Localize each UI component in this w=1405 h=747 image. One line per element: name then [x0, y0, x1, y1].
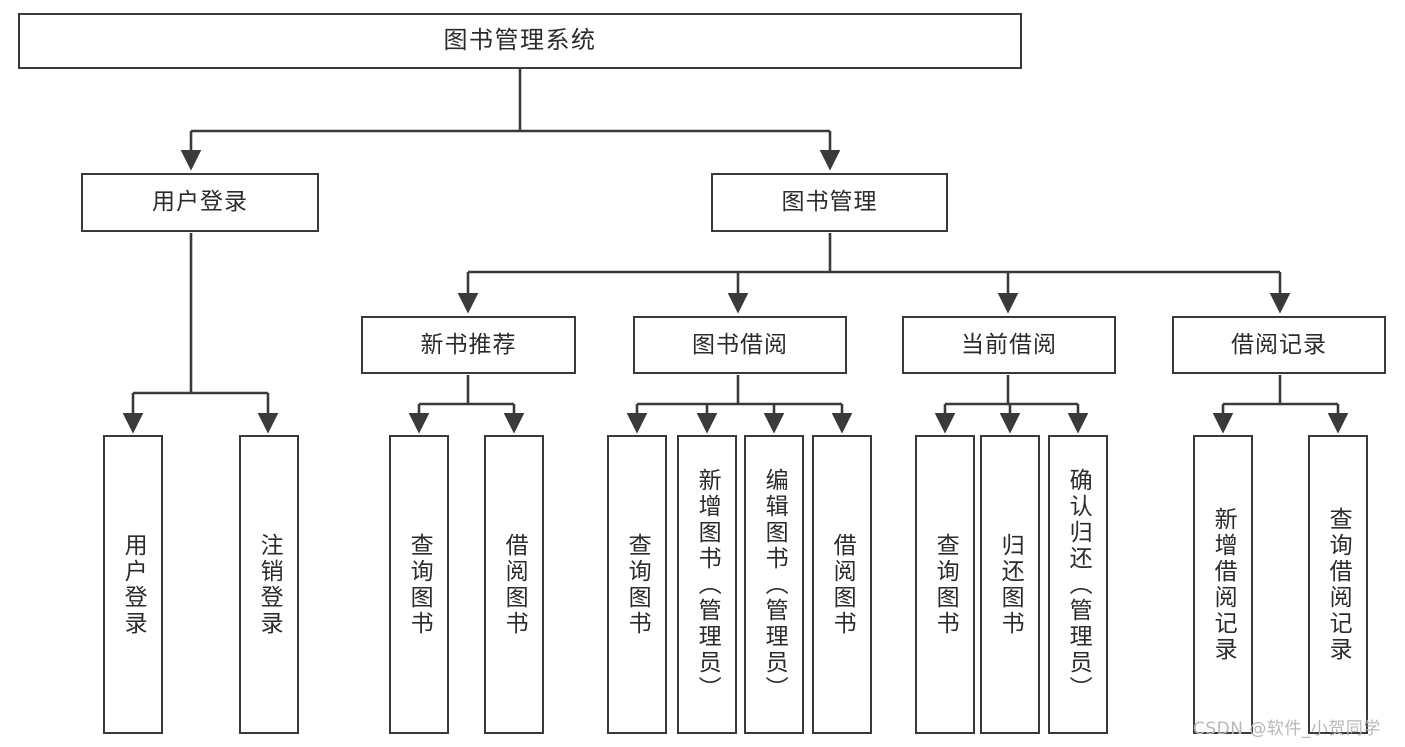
- node-borrow-record[interactable]: 借阅记录: [1172, 316, 1386, 374]
- node-current-borrow[interactable]: 当前借阅: [902, 316, 1116, 374]
- node-root-label: 图书管理系统: [443, 26, 597, 55]
- node-leaf-query-book-2[interactable]: 查询图书: [607, 435, 667, 734]
- node-leaf-return-book-label: 归还图书: [997, 532, 1024, 637]
- node-leaf-confirm-return[interactable]: 确认归还（管理员）: [1048, 435, 1108, 734]
- node-new-book-recommend[interactable]: 新书推荐: [361, 316, 576, 374]
- node-leaf-query-book-1-label: 查询图书: [406, 532, 433, 637]
- node-leaf-add-record[interactable]: 新增借阅记录: [1193, 435, 1253, 734]
- node-leaf-logout-login-label: 注销登录: [256, 532, 283, 637]
- node-leaf-user-login[interactable]: 用户登录: [103, 435, 163, 734]
- node-current-borrow-label: 当前借阅: [961, 331, 1057, 358]
- node-leaf-borrow-book-1[interactable]: 借阅图书: [484, 435, 544, 734]
- node-leaf-edit-book-label: 编辑图书（管理员）: [761, 467, 788, 702]
- node-leaf-borrow-book-2-label: 借阅图书: [829, 532, 856, 637]
- node-leaf-return-book[interactable]: 归还图书: [980, 435, 1040, 734]
- node-user-login[interactable]: 用户登录: [81, 173, 319, 232]
- csdn-watermark: CSDN @软件_小贺同学: [1193, 719, 1381, 739]
- node-new-book-recommend-label: 新书推荐: [420, 331, 517, 358]
- node-leaf-add-record-label: 新增借阅记录: [1210, 506, 1237, 663]
- node-user-login-label: 用户登录: [152, 189, 248, 216]
- node-book-borrow[interactable]: 图书借阅: [633, 316, 847, 374]
- node-leaf-query-book-2-label: 查询图书: [624, 532, 651, 637]
- node-borrow-record-label: 借阅记录: [1231, 331, 1327, 358]
- node-root-book-management-system[interactable]: 图书管理系统: [18, 13, 1022, 69]
- node-leaf-query-book-3[interactable]: 查询图书: [915, 435, 975, 734]
- node-leaf-confirm-return-label: 确认归还（管理员）: [1065, 467, 1092, 702]
- node-leaf-edit-book[interactable]: 编辑图书（管理员）: [744, 435, 804, 734]
- node-leaf-query-record[interactable]: 查询借阅记录: [1308, 435, 1368, 734]
- node-leaf-query-book-3-label: 查询图书: [932, 532, 959, 637]
- node-leaf-query-book-1[interactable]: 查询图书: [389, 435, 449, 734]
- node-leaf-borrow-book-1-label: 借阅图书: [501, 532, 528, 637]
- node-leaf-query-record-label: 查询借阅记录: [1325, 506, 1352, 663]
- node-leaf-logout-login[interactable]: 注销登录: [239, 435, 299, 734]
- node-leaf-user-login-label: 用户登录: [120, 532, 147, 637]
- node-book-management[interactable]: 图书管理: [711, 173, 948, 232]
- node-leaf-add-book-label: 新增图书（管理员）: [694, 467, 721, 702]
- node-leaf-borrow-book-2[interactable]: 借阅图书: [812, 435, 872, 734]
- node-book-borrow-label: 图书借阅: [692, 331, 788, 358]
- node-book-management-label: 图书管理: [781, 189, 878, 216]
- node-leaf-add-book[interactable]: 新增图书（管理员）: [677, 435, 737, 734]
